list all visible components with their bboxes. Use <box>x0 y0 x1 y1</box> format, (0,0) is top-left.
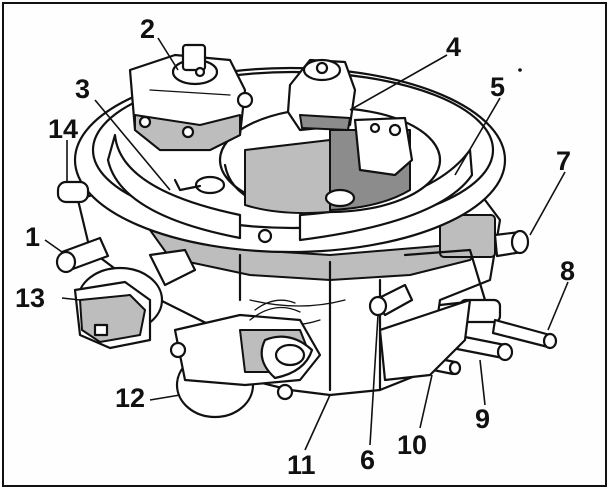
leader-6 <box>369 314 379 446</box>
throttle-potentiometer <box>286 58 414 177</box>
callout-1: 1 <box>25 222 40 252</box>
idle-control-motor <box>73 248 197 350</box>
throttle-actuator <box>169 299 322 419</box>
callout-5: 5 <box>490 72 505 102</box>
leader-9 <box>479 359 486 406</box>
callout-2: 2 <box>140 14 155 44</box>
callout-8: 8 <box>560 256 575 286</box>
callout-7: 7 <box>556 146 571 176</box>
leader-2 <box>157 37 179 71</box>
leader-8 <box>547 281 569 331</box>
callout-6: 6 <box>360 445 375 475</box>
callout-12: 12 <box>115 383 145 413</box>
leader-7 <box>529 171 566 236</box>
callout-labels: 2 4 3 5 14 7 1 8 13 12 9 10 6 11 <box>15 14 575 480</box>
leader-11 <box>304 394 331 451</box>
leader-5 <box>454 97 501 176</box>
leader-3 <box>94 99 171 191</box>
callout-4: 4 <box>446 32 461 62</box>
leader-lines <box>44 37 569 451</box>
callout-14: 14 <box>48 114 78 144</box>
leader-1 <box>44 239 63 253</box>
callout-9: 9 <box>475 404 490 434</box>
callout-11: 11 <box>287 450 316 480</box>
callout-3: 3 <box>75 74 90 104</box>
leader-4 <box>349 54 448 111</box>
flange-screws <box>173 175 356 244</box>
leader-12 <box>149 394 181 401</box>
leader-10 <box>419 374 433 429</box>
callout-10: 10 <box>397 430 427 460</box>
injector-housing <box>128 43 254 152</box>
callout-13: 13 <box>15 283 45 313</box>
pipe-fittings <box>55 180 558 382</box>
leader-13 <box>61 297 81 301</box>
stray-dot <box>518 68 522 72</box>
